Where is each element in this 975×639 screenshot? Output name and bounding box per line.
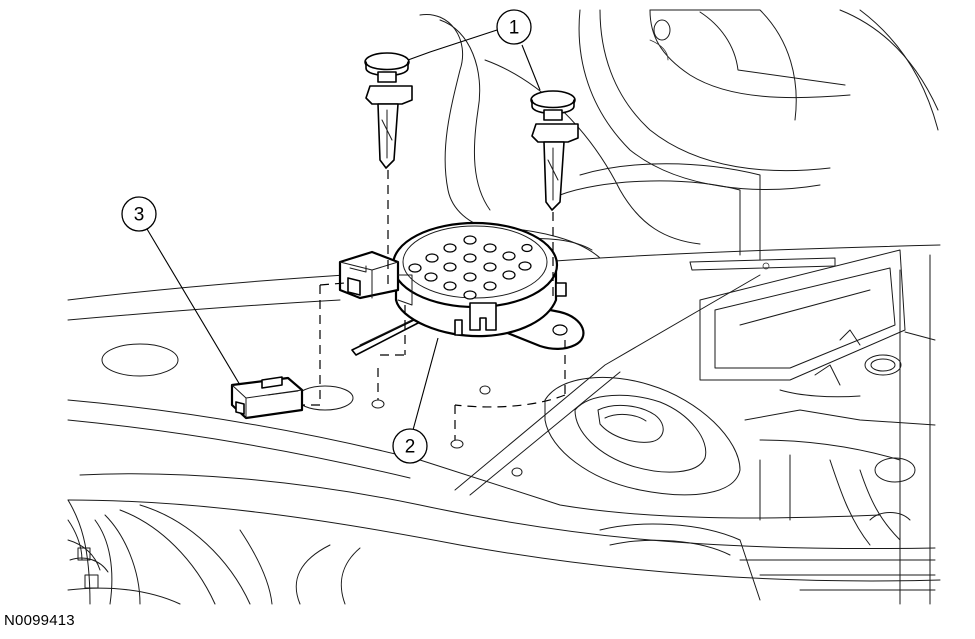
wiring-harness [351, 317, 421, 356]
installation-alignment-lines [302, 170, 566, 449]
callout-3-label: 3 [134, 205, 145, 226]
callout-3: 3 [121, 196, 157, 232]
push-pin-retainer-left [364, 52, 413, 169]
speaker-part-2 [338, 221, 585, 350]
callout-2: 2 [392, 428, 428, 464]
electrical-connector-part-3 [230, 376, 304, 420]
figure-code: N0099413 [4, 612, 75, 629]
callout-1-label: 1 [509, 18, 520, 39]
callout-2-label: 2 [405, 437, 416, 458]
vehicle-body-panel [67, 9, 941, 605]
callout-leaders [146, 29, 541, 431]
callout-1: 1 [496, 9, 532, 45]
speaker-grille [408, 235, 533, 300]
push-pin-retainer-right [530, 90, 579, 211]
